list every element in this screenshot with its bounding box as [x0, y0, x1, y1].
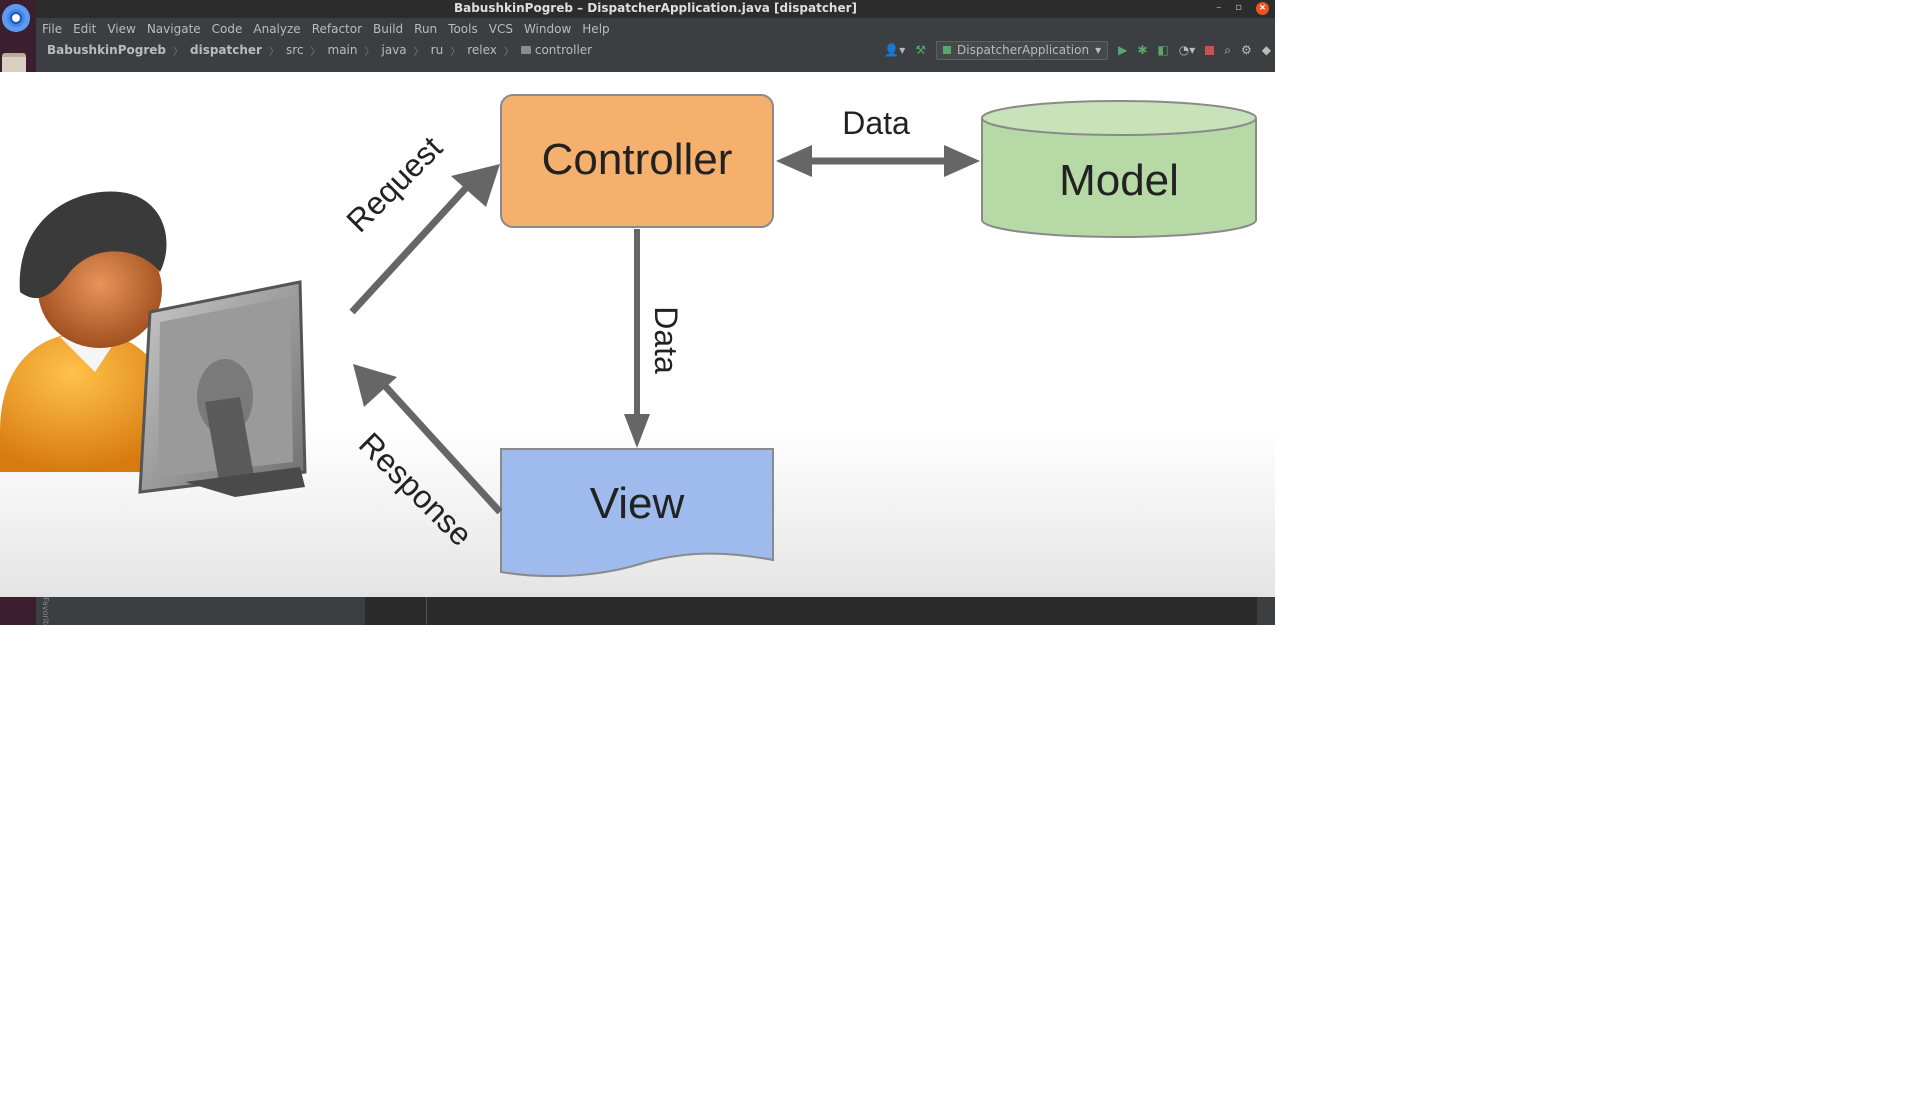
menu-code[interactable]: Code	[211, 22, 243, 36]
menu-build[interactable]: Build	[373, 22, 404, 36]
user-at-computer-illustration	[0, 191, 307, 497]
chrome-icon[interactable]	[2, 4, 30, 32]
breadcrumb-main[interactable]: main	[327, 43, 358, 57]
stop-icon[interactable]	[1205, 45, 1215, 55]
right-tool-strip	[1257, 597, 1275, 625]
breadcrumb-module[interactable]: dispatcher	[189, 43, 262, 57]
menu-tools[interactable]: Tools	[448, 22, 478, 36]
menu-refactor[interactable]: Refactor	[311, 22, 363, 36]
window-title-bar: BabushkinPogreb – DispatcherApplication.…	[36, 0, 1275, 16]
debug-icon[interactable]: ✱	[1137, 43, 1148, 57]
breadcrumb-java[interactable]: java	[381, 43, 407, 57]
controller-label: Controller	[542, 135, 733, 184]
coverage-icon[interactable]: ◧	[1157, 43, 1169, 57]
build-hammer-icon[interactable]: ⚒	[915, 43, 927, 57]
run-configuration-label: DispatcherApplication	[957, 42, 1090, 57]
arrow-head-right-icon	[944, 145, 980, 177]
breadcrumb-ru[interactable]: ru	[430, 43, 444, 57]
search-icon[interactable]: ⌕	[1224, 42, 1231, 57]
jetbrains-toolbox-icon[interactable]: ◆	[1261, 43, 1271, 57]
menu-window[interactable]: Window	[523, 22, 572, 36]
chevron-right-icon: 〉	[172, 46, 183, 58]
arrow-head-request-icon	[451, 164, 500, 207]
editor-tabs-bar	[36, 60, 1275, 72]
chevron-right-icon: 〉	[310, 46, 321, 58]
breadcrumb-project[interactable]: BabushkinPogreb	[47, 43, 166, 57]
mvc-diagram: Controller Model View Data Data Request	[0, 94, 1257, 578]
mvc-diagram-video: Controller Model View Data Data Request	[0, 72, 1275, 597]
close-icon[interactable]: ×	[1256, 1, 1269, 15]
chevron-right-icon: 〉	[413, 46, 424, 58]
chevron-right-icon: 〉	[364, 46, 375, 58]
menu-navigate[interactable]: Navigate	[146, 22, 201, 36]
request-arrow	[349, 174, 479, 315]
data-label-vertical: Data	[648, 306, 684, 374]
menu-edit[interactable]: Edit	[73, 22, 97, 36]
run-toolbar: 👤▾ ⚒ DispatcherApplication ▾ ▶ ✱ ◧ ◔▾ ⌕ …	[884, 40, 1271, 60]
controller-box	[500, 94, 774, 228]
maximize-icon[interactable]: ▫	[1235, 2, 1242, 13]
window-title: BabushkinPogreb – DispatcherApplication.…	[453, 1, 858, 15]
project-panel	[50, 597, 365, 625]
menu-bar: File Edit View Navigate Code Analyze Ref…	[36, 18, 1275, 40]
breadcrumb-relex[interactable]: relex	[467, 43, 497, 57]
profile-icon[interactable]: ◔▾	[1178, 43, 1196, 57]
folder-icon	[520, 46, 531, 54]
menu-vcs[interactable]: VCS	[488, 22, 513, 36]
arrow-head-response-icon	[353, 364, 397, 407]
spring-config-icon	[943, 46, 952, 54]
chevron-down-icon: ▾	[1095, 42, 1102, 57]
gear-icon[interactable]: ⚙	[1241, 43, 1252, 57]
menu-view[interactable]: View	[107, 22, 136, 36]
model-label: Model	[1059, 156, 1179, 205]
arrow-head-left-icon	[776, 145, 812, 177]
user-icon[interactable]: 👤▾	[884, 43, 906, 57]
run-icon[interactable]: ▶	[1118, 43, 1128, 57]
favorites-tool-window-tab[interactable]: Favorites	[36, 597, 50, 625]
chevron-right-icon: 〉	[450, 46, 461, 58]
menu-analyze[interactable]: Analyze	[253, 22, 301, 36]
chevron-right-icon: 〉	[503, 46, 514, 58]
view-label: View	[590, 479, 685, 528]
ide-bottom-panels: Favorites	[0, 597, 1275, 625]
menu-run[interactable]: Run	[414, 22, 438, 36]
breadcrumb-src[interactable]: src	[285, 43, 304, 57]
arrow-head-down-icon	[624, 414, 650, 448]
screen: BabushkinPogreb – DispatcherApplication.…	[0, 0, 1275, 625]
minimize-icon[interactable]: –	[1216, 2, 1222, 13]
breadcrumb-controller[interactable]: controller	[534, 43, 593, 57]
menu-file[interactable]: File	[42, 22, 63, 36]
model-cylinder	[981, 100, 1257, 238]
chevron-right-icon: 〉	[268, 46, 279, 58]
dock-bottom	[0, 597, 36, 625]
view-box	[500, 448, 774, 578]
run-configuration-select[interactable]: DispatcherApplication ▾	[936, 40, 1109, 60]
editor-panel	[426, 597, 1237, 625]
response-arrow	[372, 372, 503, 515]
data-label-horizontal: Data	[842, 105, 910, 141]
response-label: Response	[352, 426, 479, 553]
menu-help[interactable]: Help	[582, 22, 610, 36]
